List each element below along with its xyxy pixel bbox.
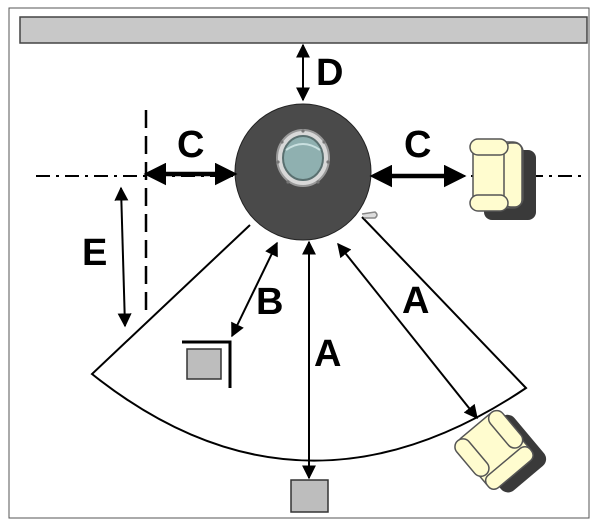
label-b: B xyxy=(256,281,283,323)
label-c-right: C xyxy=(404,124,431,166)
label-a-center: A xyxy=(314,333,341,375)
square-box-bottom xyxy=(290,479,329,513)
table-hook-icon xyxy=(361,211,378,219)
square-box-left xyxy=(182,340,232,388)
label-d: D xyxy=(316,52,343,94)
label-a-right: A xyxy=(402,280,429,322)
armchair-lower-right xyxy=(454,409,547,493)
arrow-b xyxy=(231,241,278,338)
armchair-right xyxy=(469,138,536,220)
arrow-e xyxy=(114,186,132,328)
wall-bar xyxy=(19,16,588,44)
label-e: E xyxy=(82,232,107,274)
label-c-left: C xyxy=(177,124,204,166)
frame-border xyxy=(8,7,590,519)
arrow-a-right xyxy=(337,242,478,420)
porthole-centerpiece xyxy=(276,129,330,187)
